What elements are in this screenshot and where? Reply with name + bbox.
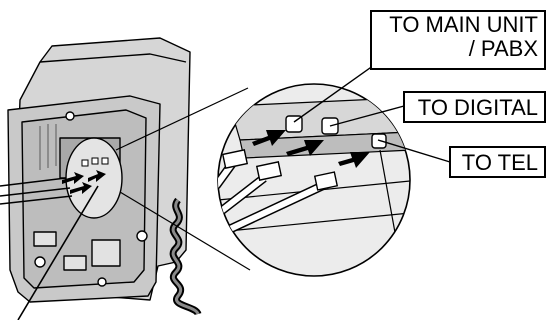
- label-to-main-unit: TO MAIN UNIT / PABX: [370, 10, 546, 70]
- label-main-unit-line2: / PABX: [378, 37, 538, 61]
- mount-hole: [66, 112, 74, 120]
- mount-hole: [137, 231, 147, 241]
- wall-slot-right: [92, 240, 120, 266]
- wall-slot-left: [34, 232, 56, 246]
- label-to-tel: TO TEL: [449, 146, 546, 178]
- label-to-digital: TO DIGITAL: [403, 91, 546, 123]
- mount-hole: [98, 278, 106, 286]
- mount-hole: [35, 257, 45, 267]
- wall-slot-small: [64, 256, 86, 270]
- label-main-unit-line1: TO MAIN UNIT: [378, 13, 538, 37]
